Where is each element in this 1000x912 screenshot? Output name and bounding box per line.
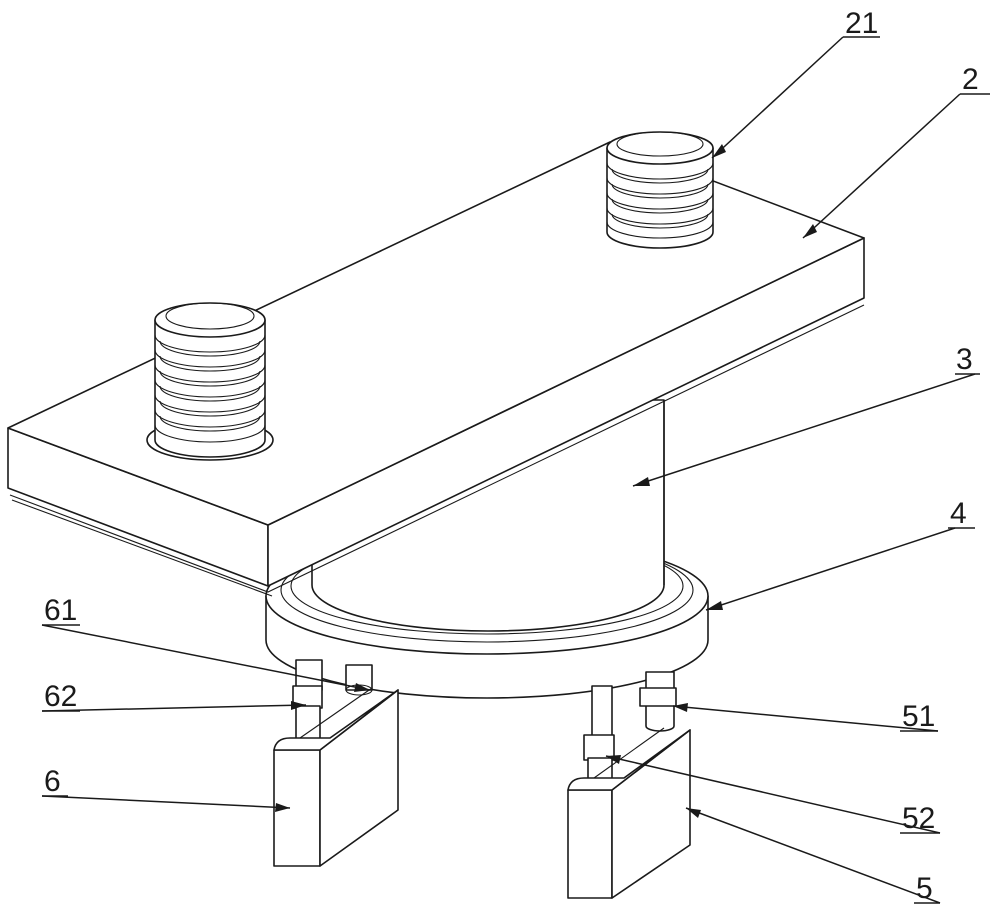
screw-left (146, 302, 274, 461)
label-4: 4 (950, 497, 967, 530)
label-underlines (42, 36, 990, 904)
labels: 21 2 3 4 61 62 6 51 52 5 (44, 7, 979, 905)
label-61: 61 (44, 594, 77, 627)
screw-right-part-21 (606, 131, 714, 249)
leader-lines (41, 36, 976, 904)
label-52: 52 (902, 802, 935, 835)
label-21: 21 (845, 7, 878, 40)
label-3: 3 (956, 343, 973, 376)
label-2: 2 (962, 63, 979, 96)
leg-assembly-part-6 (273, 659, 399, 867)
label-51: 51 (902, 700, 935, 733)
label-6: 6 (44, 765, 61, 798)
label-5: 5 (916, 872, 933, 905)
label-62: 62 (44, 680, 77, 713)
leg-assembly-part-5 (567, 671, 691, 899)
